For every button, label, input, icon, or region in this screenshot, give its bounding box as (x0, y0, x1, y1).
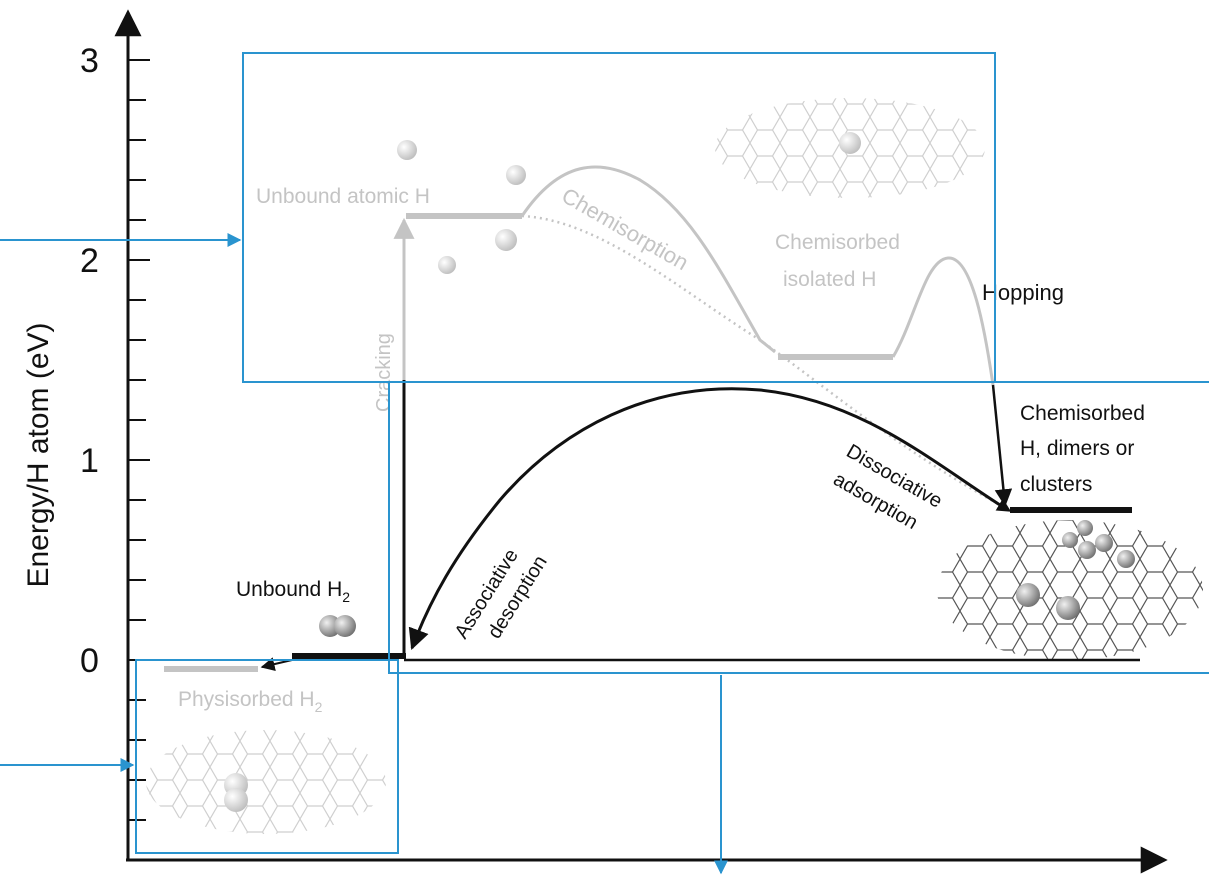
label-chemisorbed-isolated-1: Chemisorbed (775, 231, 900, 254)
graphene-sheet-clusters (937, 520, 1203, 660)
label-chemisorbed-isolated-2: isolated H (783, 268, 876, 291)
dotted-arrowhead (995, 498, 1012, 512)
curve-associative-barrier (408, 387, 1001, 650)
highlight-box-lower-right (388, 381, 1209, 674)
curve-chemisorption-barrier (520, 165, 776, 354)
label-chem-dimers-3: clusters (1020, 473, 1092, 496)
label-unbound-atomic-h: Unbound atomic H (256, 185, 430, 208)
label-cracking: Cracking (373, 333, 395, 412)
h2-molecule (319, 615, 356, 637)
y-tick-label-1: 1 (80, 442, 99, 480)
y-tick-label-3: 3 (80, 42, 99, 80)
y-tick-label-2: 2 (80, 242, 99, 280)
y-axis-label: Energy/H atom (eV) (22, 322, 55, 587)
label-unbound-h2: Unbound H2 (236, 578, 350, 605)
graphene-sheet-isolated (715, 98, 985, 198)
arrow-to-physisorbed (260, 657, 293, 671)
graphene-sheet-physisorbed (146, 730, 386, 834)
highlight-box-lower-left (135, 659, 399, 854)
y-tick-label-0: 0 (80, 642, 99, 680)
label-chem-dimers-1: Chemisorbed (1020, 402, 1145, 425)
y-axis-ticks (128, 59, 150, 821)
curve-hopping-barrier (891, 256, 995, 386)
atomic-h-balls (397, 140, 526, 274)
label-chemisorption: Chemisorption (558, 183, 693, 276)
curve-dotted-direct (521, 214, 1001, 507)
arrow-hopping (991, 384, 1013, 507)
label-chem-dimers-2: H, dimers or (1020, 437, 1134, 460)
label-physisorbed-h2: Physisorbed H2 (178, 688, 323, 715)
